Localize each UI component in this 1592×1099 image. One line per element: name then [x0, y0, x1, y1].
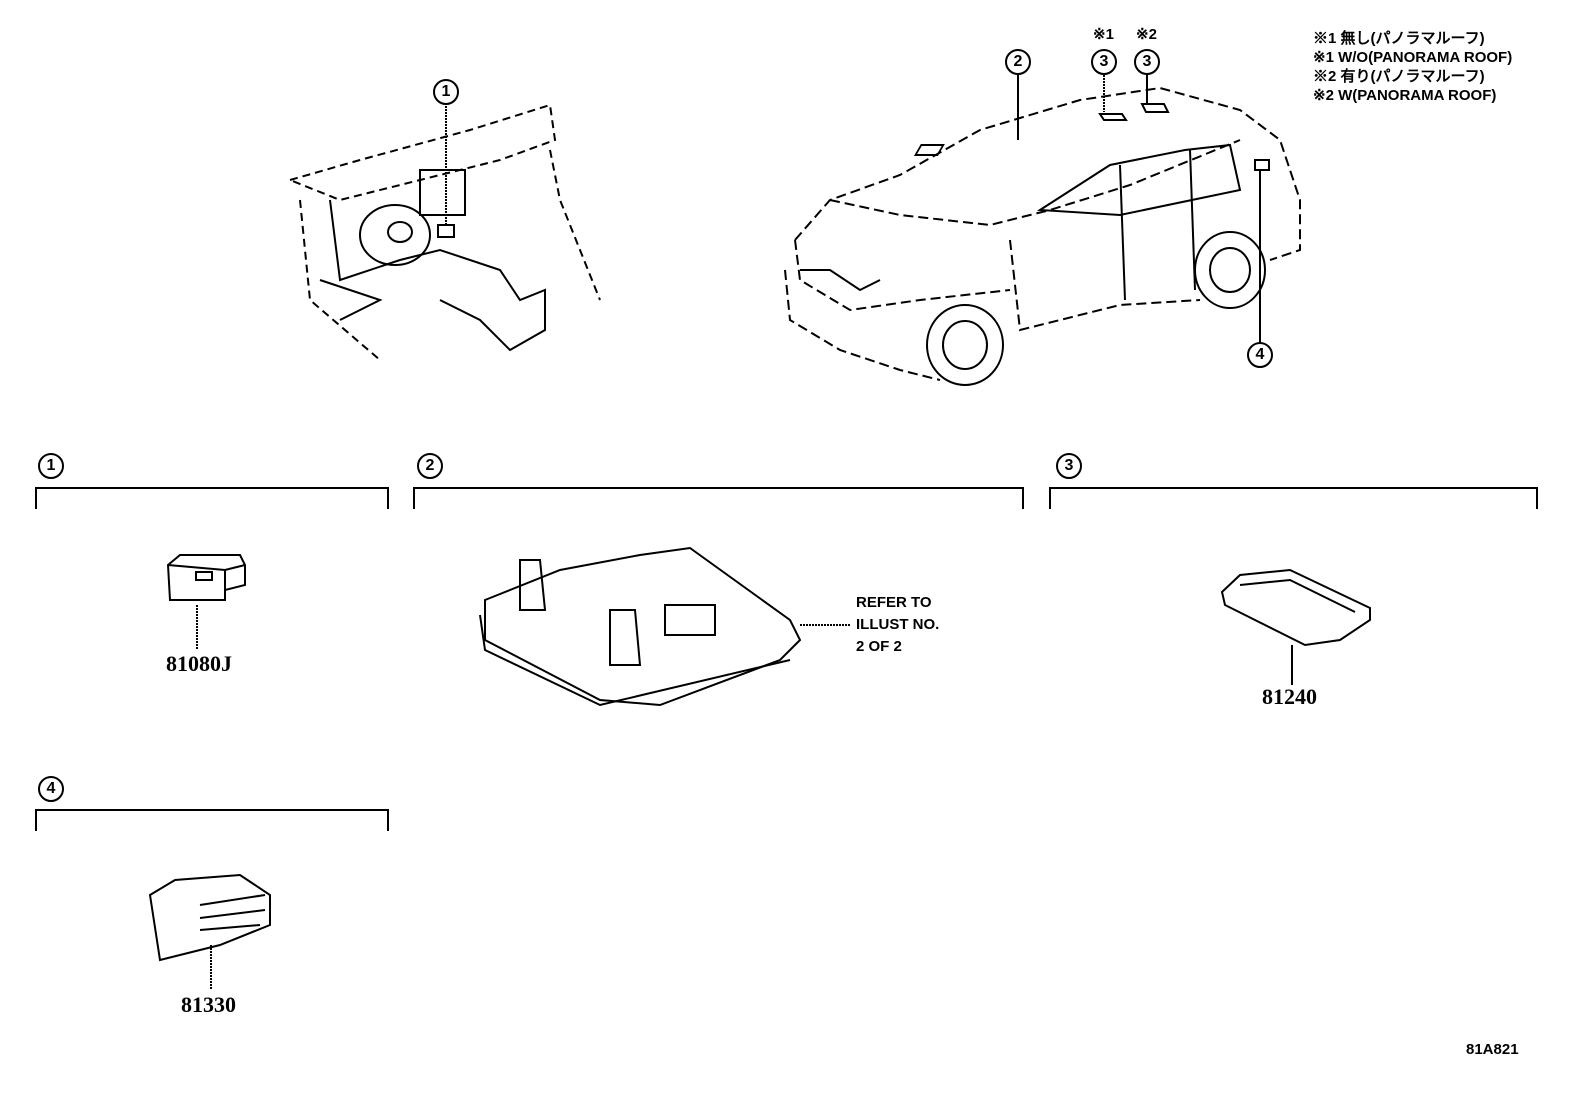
callout-1: 1 — [433, 79, 459, 105]
refer-line: ILLUST NO. — [856, 616, 940, 633]
section-3-label: 3 — [1056, 453, 1082, 479]
refer-line: 2 OF 2 — [856, 638, 902, 655]
callout-3b: 3 — [1134, 49, 1160, 75]
diagram-code: 81A821 — [1466, 1041, 1519, 1058]
section-1-bracket — [35, 487, 389, 509]
part-overhead-console-drawing — [479, 546, 850, 707]
footnote-line: ※1 無し(パノラマルーフ) — [1313, 30, 1485, 47]
part-number-81080j[interactable]: 81080J — [166, 651, 232, 676]
part-81330-drawing — [148, 873, 271, 990]
callout-3a: 3 — [1091, 49, 1117, 75]
part-81240-drawing — [1220, 568, 1371, 685]
footnote-line: ※1 W/O(PANORAMA ROOF) — [1313, 49, 1513, 66]
footnote-mark-2: ※2 — [1136, 26, 1157, 43]
refer-line: REFER TO — [856, 594, 932, 611]
part-number-81330[interactable]: 81330 — [181, 992, 236, 1017]
section-4-label: 4 — [38, 776, 64, 802]
section-3-bracket — [1049, 487, 1538, 509]
dashboard-illustration — [286, 100, 601, 361]
footnote-line: ※2 W(PANORAMA ROOF) — [1313, 87, 1497, 104]
part-number-81240[interactable]: 81240 — [1262, 684, 1317, 709]
section-1-label: 1 — [38, 453, 64, 479]
section-4-bracket — [35, 809, 389, 831]
refer-note[interactable]: REFER TO ILLUST NO. 2 OF 2 — [856, 592, 939, 658]
vehicle-illustration — [784, 72, 1301, 386]
footnote-line: ※2 有り(パノラマルーフ) — [1313, 68, 1485, 85]
callout-4: 4 — [1247, 342, 1273, 368]
section-2-bracket — [413, 487, 1024, 509]
footnote-mark-1: ※1 — [1093, 26, 1114, 43]
part-81080j-drawing — [166, 554, 246, 650]
section-2-label: 2 — [417, 453, 443, 479]
footnotes: ※1 無し(パノラマルーフ) ※1 W/O(PANORAMA ROOF) ※2 … — [1313, 29, 1512, 105]
callout-2: 2 — [1005, 49, 1031, 75]
